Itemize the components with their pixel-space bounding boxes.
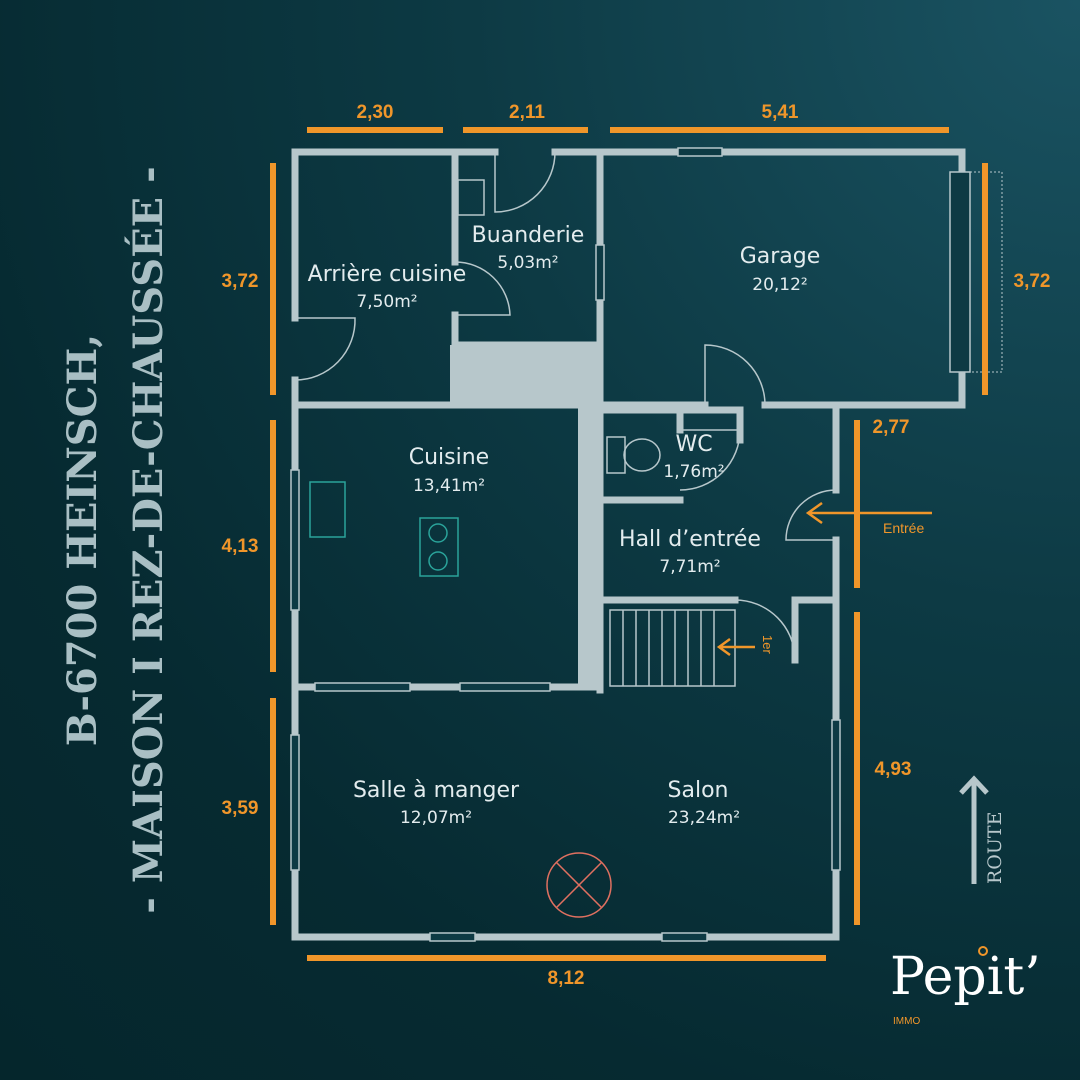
route-arrow-icon: ROUTE [959, 775, 1006, 884]
room-area: 7,50m² [356, 292, 417, 312]
dim-label: 5,41 [762, 102, 799, 123]
room-area: 1,76m² [663, 462, 724, 482]
room-name: Salon [668, 778, 729, 803]
dim-label: 4,93 [875, 759, 912, 780]
room-area: 12,07m² [400, 808, 472, 828]
stairs-icon [609, 609, 736, 687]
logo-sub: IMMO [893, 1016, 920, 1027]
room-name: Hall d’entrée [619, 527, 761, 552]
dim-label: 2,11 [509, 102, 545, 123]
room-area: 13,41m² [413, 476, 485, 496]
title-line2: - MAISON I REZ-DE-CHAUSSÉE - [125, 166, 172, 913]
kitchen-sink-icon [309, 481, 346, 538]
room-name: WC [675, 432, 712, 457]
title: B-6700 HEINSCH, - MAISON I REZ-DE-CHAUSS… [59, 166, 172, 913]
logo-name: Pepit’ [890, 947, 1041, 1007]
stairs-label: 1er [760, 635, 775, 654]
sink-icon [457, 179, 485, 216]
room-name: Garage [740, 244, 821, 269]
dim-label: 3,59 [222, 798, 259, 819]
room-area: 23,24m² [668, 808, 740, 828]
room-name: Salle à manger [353, 778, 520, 803]
room-area: 7,71m² [659, 557, 720, 577]
entry-arrow: Entrée 1er [716, 501, 932, 657]
room-area: 20,12² [752, 275, 807, 295]
room-area: 5,03m² [497, 253, 558, 273]
ceiling-light-icon [546, 852, 612, 918]
dim-label: 2,77 [873, 417, 910, 438]
room-name: Arrière cuisine [308, 262, 467, 287]
dim-label: 8,12 [548, 968, 585, 989]
dimensions: 2,30 2,11 5,41 3,72 4,13 3,59 3,72 2,77 … [222, 102, 1051, 989]
dim-label: 3,72 [1014, 271, 1051, 292]
room-labels: Arrière cuisine 7,50m² Buanderie 5,03m² … [308, 223, 821, 828]
toilet-icon [606, 436, 626, 474]
entry-label: Entrée [883, 520, 924, 536]
dim-label: 4,13 [222, 536, 259, 557]
dim-label: 2,30 [357, 102, 394, 123]
walls [290, 147, 1003, 942]
route-label: ROUTE [984, 812, 1006, 884]
cooktop-icon [419, 517, 459, 577]
room-name: Cuisine [409, 445, 489, 470]
logo: Pepit’ IMMO [890, 946, 1041, 1027]
room-name: Buanderie [472, 223, 585, 248]
title-line1: B-6700 HEINSCH, [59, 334, 106, 746]
dim-label: 3,72 [222, 271, 259, 292]
